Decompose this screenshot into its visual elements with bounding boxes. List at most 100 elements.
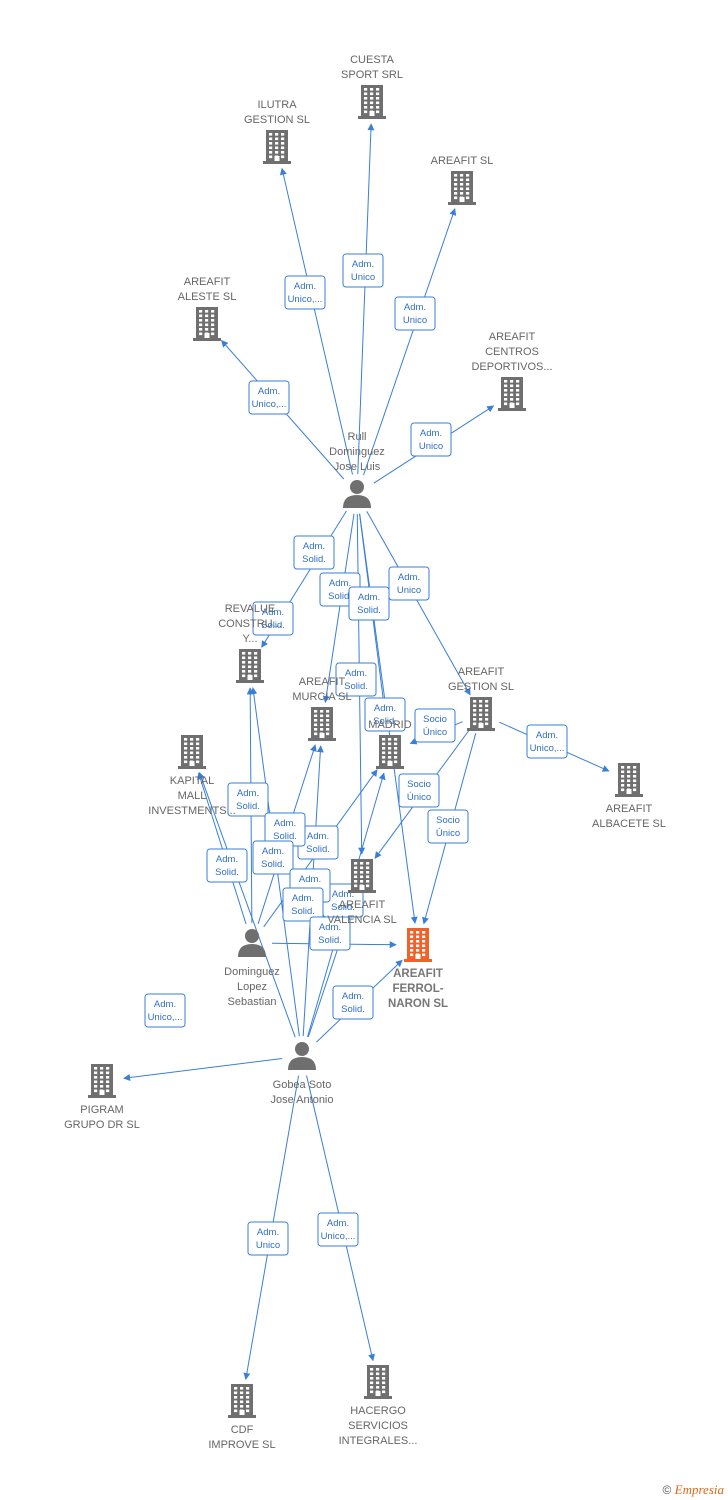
node-label-line: Rull bbox=[348, 431, 367, 443]
node-label-line: AREAFIT bbox=[393, 968, 443, 980]
building-icon bbox=[263, 130, 291, 164]
node-label-line: FERROL- bbox=[392, 983, 443, 995]
node-label-line: AREAFIT bbox=[606, 803, 653, 815]
edge-label-line: Solid. bbox=[318, 935, 342, 946]
node-label-line: HACERGO bbox=[350, 1405, 406, 1417]
node-areafit[interactable]: AREAFIT SL bbox=[431, 155, 494, 205]
edge-label-rull-to-revalue[interactable]: Adm. Solid. bbox=[293, 535, 335, 570]
edge-label-rull-to-ferrol[interactable]: Adm.Solid. bbox=[335, 662, 377, 697]
node-label-line: MALL bbox=[178, 790, 207, 802]
edge-label-lopez-to-murcia[interactable]: Adm.Solid. bbox=[297, 825, 339, 860]
node-label-line: CONSTRU... bbox=[218, 618, 282, 630]
edge-label-rull-to-cuesta[interactable]: Adm. Unico bbox=[342, 253, 384, 288]
building-icon bbox=[358, 85, 386, 119]
edge-label-line: Unico,... bbox=[148, 1012, 183, 1023]
edge-label-line: Adm. bbox=[404, 302, 426, 313]
node-label-line: GRUPO DR SL bbox=[64, 1119, 140, 1131]
edge-label-line: Único bbox=[436, 828, 460, 839]
edge-label-line: Solid. bbox=[215, 867, 239, 878]
node-cuesta[interactable]: CUESTA SPORT SRL bbox=[341, 54, 403, 119]
edge-label-line: Adm. bbox=[319, 922, 341, 933]
node-label-line: VALENCIA SL bbox=[327, 914, 397, 926]
edge-label-lopez-to-kapital[interactable]: Adm. Solid. bbox=[206, 848, 248, 883]
edge-label-line: Adm. bbox=[345, 668, 367, 679]
edge-label-line: Solid. bbox=[302, 554, 326, 565]
node-label-line: CUESTA bbox=[350, 54, 394, 66]
node-label-line: REVALUE bbox=[225, 603, 276, 615]
node-label-line: Jose Luis bbox=[334, 461, 381, 473]
edge-label-line: Adm. bbox=[352, 259, 374, 270]
edge-label-rull-to-gestion[interactable]: Adm.Unico bbox=[388, 566, 430, 601]
building-icon bbox=[498, 377, 526, 411]
edge-label-line: Solid. bbox=[328, 591, 352, 602]
edge-label-gobea-to-kapital[interactable]: Adm.Solid. bbox=[252, 840, 294, 875]
node-centros[interactable]: AREAFITCENTROSDEPORTIVOS... bbox=[471, 331, 553, 411]
edge-label-line: Adm. bbox=[307, 831, 329, 842]
edge-label-gobea-to-madrid[interactable]: Adm.Solid. bbox=[282, 887, 324, 922]
node-hacergo[interactable]: HACERGOSERVICIOSINTEGRALES... bbox=[339, 1365, 418, 1447]
edge-label-line: Adm. bbox=[398, 572, 420, 583]
node-label-line: Dominguez bbox=[224, 966, 280, 978]
edge-label-line: Unico,... bbox=[252, 399, 287, 410]
edge-label-line: Adm. bbox=[420, 428, 442, 439]
node-label-line: NARON SL bbox=[388, 998, 448, 1010]
node-label-line: DEPORTIVOS... bbox=[471, 361, 552, 373]
edge-label-lopez-to-madrid[interactable]: Adm.Solid. bbox=[364, 697, 406, 732]
edge-label-line: Adm. bbox=[303, 541, 325, 552]
building-icon bbox=[178, 735, 206, 769]
edge-label-gobea-to-cdf[interactable]: Adm.Unico bbox=[247, 1221, 289, 1256]
edge-label-line: Unico,... bbox=[321, 1231, 356, 1242]
node-label-line: SPORT SRL bbox=[341, 69, 403, 81]
edge-label-line: Solid. bbox=[373, 716, 397, 727]
building-icon bbox=[236, 649, 264, 683]
footer-brand[interactable]: © Empresia bbox=[662, 1482, 724, 1498]
node-label-line: Gobea Soto bbox=[273, 1079, 332, 1091]
edge-label-gobea-to-hacergo[interactable]: Adm.Unico,... bbox=[317, 1212, 359, 1247]
node-revalue[interactable]: REVALUE CONSTRU... Y... bbox=[218, 603, 282, 683]
edge-label-line: Solid. bbox=[273, 831, 297, 842]
edge-label-gobea-to-pigram[interactable]: Adm. Unico,... bbox=[144, 993, 186, 1028]
edge-label-gobea-to-ferrol[interactable]: Adm.Solid. bbox=[332, 985, 374, 1020]
edge-label-gobea-to-valencia[interactable]: Adm. Solid. bbox=[309, 916, 351, 951]
node-label-line: GESTION SL bbox=[448, 681, 514, 693]
node-kapital[interactable]: KAPITALMALLINVESTMENTS... bbox=[148, 735, 236, 817]
edge-label-rull-to-madrid[interactable]: Adm.Solid. bbox=[348, 586, 390, 621]
edge-label-rull-to-valencia[interactable]: Adm.Solid. bbox=[252, 601, 294, 636]
node-valencia[interactable]: AREAFIT VALENCIA SL bbox=[327, 859, 397, 926]
node-label-line: ILUTRA bbox=[257, 99, 297, 111]
node-label-line: Y... bbox=[242, 633, 257, 645]
edge-label-gestion-to-albacete[interactable]: Adm.Unico,... bbox=[526, 724, 568, 759]
building-icon bbox=[467, 697, 495, 731]
node-label-line: AREAFIT bbox=[184, 276, 231, 288]
node-label-line: KAPITAL bbox=[170, 775, 214, 787]
edge-label-rull-to-centros[interactable]: Adm.Unico bbox=[410, 422, 452, 457]
edge-label-line: Adm. bbox=[154, 999, 176, 1010]
edge-label-lopez-to-revalue[interactable]: Adm.Solid. bbox=[227, 782, 269, 817]
edge-label-rull-to-aleste[interactable]: Adm. Unico,... bbox=[248, 380, 290, 415]
copyright-symbol: © bbox=[662, 1483, 672, 1497]
edge-label-line: Unico bbox=[351, 272, 375, 283]
edge-rull-to-murcia bbox=[322, 513, 355, 703]
edge-label-rull-to-areafit[interactable]: Adm.Unico bbox=[394, 296, 436, 331]
node-ferrol[interactable]: AREAFIT FERROL- NARON SL bbox=[388, 928, 448, 1010]
edge-label-line: Solid. bbox=[236, 801, 260, 812]
node-madrid[interactable]: MADRID bbox=[368, 719, 412, 769]
node-label-line: AREAFIT bbox=[339, 899, 386, 911]
edge-label-rull-to-ilutra[interactable]: Adm.Unico,... bbox=[284, 275, 326, 310]
edge-label-line: Adm. bbox=[258, 386, 280, 397]
edge-label-line: Adm. bbox=[216, 854, 238, 865]
building-icon bbox=[193, 307, 221, 341]
